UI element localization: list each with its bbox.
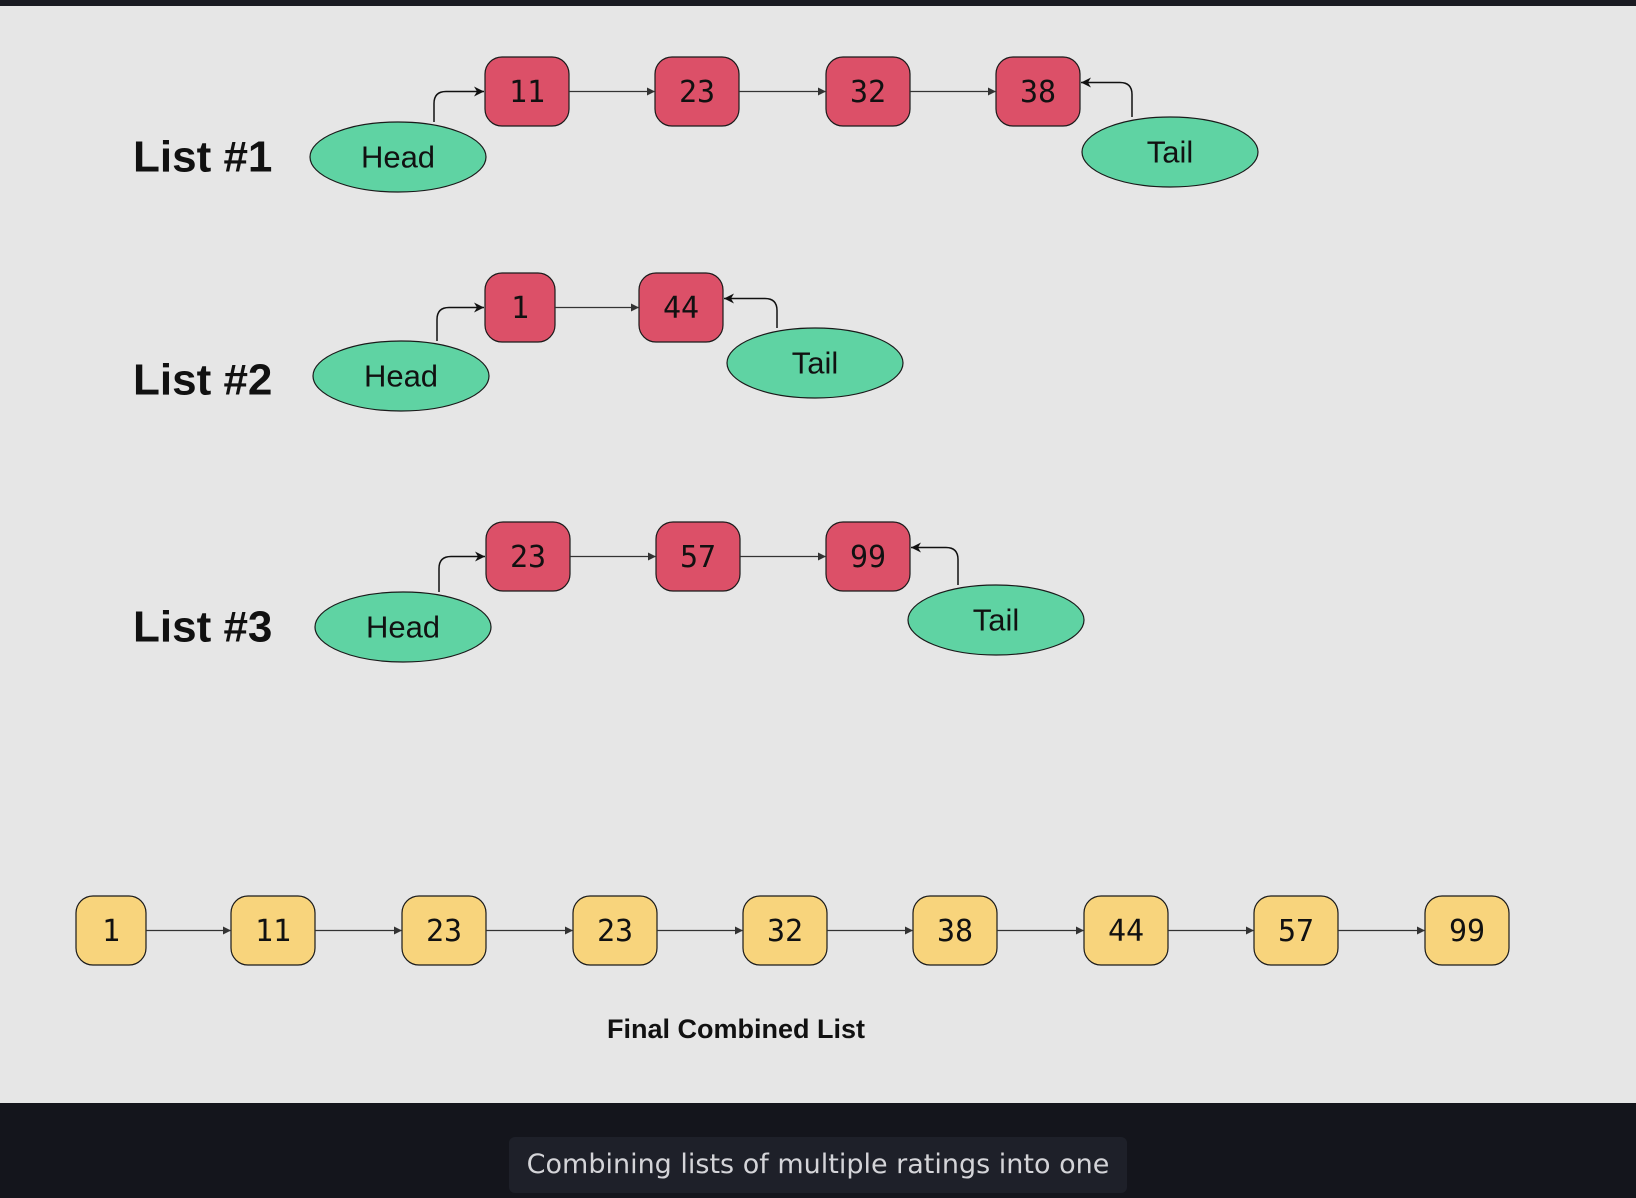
list-node: 1 (484, 272, 556, 343)
tail-pointer-shape (1081, 116, 1259, 188)
tail-pointer-label: Tail (1147, 135, 1194, 170)
list-node-value: 57 (680, 540, 716, 575)
final-node: 57 (1253, 895, 1339, 966)
final-node: 32 (742, 895, 828, 966)
head-pointer-label: Head (361, 140, 435, 175)
list-title: List #1 (133, 133, 272, 182)
tail-pointer: Tail (907, 584, 1085, 656)
head-pointer-shape (309, 121, 487, 193)
head-pointer-label: Head (366, 610, 440, 645)
final-node-value: 23 (597, 914, 633, 949)
final-node-value: 38 (937, 914, 973, 949)
final-node-value: 23 (426, 914, 462, 949)
list-title: List #3 (133, 603, 272, 652)
list-node-value: 44 (663, 291, 699, 326)
head-pointer: Head (312, 340, 490, 412)
tail-pointer: Tail (1081, 116, 1259, 188)
head-pointer: Head (309, 121, 487, 193)
list-node: 23 (654, 56, 740, 127)
final-node-value: 57 (1278, 914, 1314, 949)
list-node: 23 (485, 521, 571, 592)
top-bar (0, 0, 1636, 6)
final-node: 99 (1424, 895, 1510, 966)
final-node: 23 (572, 895, 658, 966)
final-node: 1 (75, 895, 147, 966)
list-node: 38 (995, 56, 1081, 127)
head-pointer: Head (314, 591, 492, 663)
caption: Combining lists of multiple ratings into… (509, 1137, 1127, 1193)
tail-pointer-shape (726, 327, 904, 399)
list-node-value: 23 (510, 540, 546, 575)
tail-pointer-arrow (724, 293, 778, 328)
tail-pointer-label: Tail (973, 603, 1020, 638)
list-node-value: 38 (1020, 75, 1056, 110)
head-pointer-label: Head (364, 359, 438, 394)
final-node-value: 11 (255, 914, 291, 949)
tail-pointer-shape (907, 584, 1085, 656)
list-node-value: 99 (850, 540, 886, 575)
list-node: 57 (655, 521, 741, 592)
list-node-value: 1 (511, 291, 529, 326)
list-node: 44 (638, 272, 724, 343)
final-node: 11 (230, 895, 316, 966)
list-node: 99 (825, 521, 911, 592)
caption-bar: Combining lists of multiple ratings into… (0, 1103, 1636, 1198)
head-pointer-shape (312, 340, 490, 412)
final-node: 23 (401, 895, 487, 966)
list-node: 11 (484, 56, 570, 127)
list-node-value: 32 (850, 75, 886, 110)
list-node-value: 23 (679, 75, 715, 110)
final-node-value: 32 (767, 914, 803, 949)
final-node-value: 99 (1449, 914, 1485, 949)
list-node-value: 11 (509, 75, 545, 110)
list-title: List #2 (133, 356, 272, 405)
head-pointer-arrow (436, 302, 484, 341)
head-pointer-arrow (433, 86, 484, 122)
head-pointer-arrow (438, 551, 485, 592)
tail-pointer-arrow (1081, 77, 1133, 117)
final-node: 38 (912, 895, 998, 966)
final-node-value: 44 (1108, 914, 1144, 949)
head-pointer-shape (314, 591, 492, 663)
tail-pointer-arrow (911, 542, 959, 585)
list-node: 32 (825, 56, 911, 127)
tail-pointer-label: Tail (792, 346, 839, 381)
tail-pointer: Tail (726, 327, 904, 399)
final-node: 44 (1083, 895, 1169, 966)
final-node-value: 1 (102, 914, 120, 949)
final-list-title: Final Combined List (607, 1014, 865, 1044)
